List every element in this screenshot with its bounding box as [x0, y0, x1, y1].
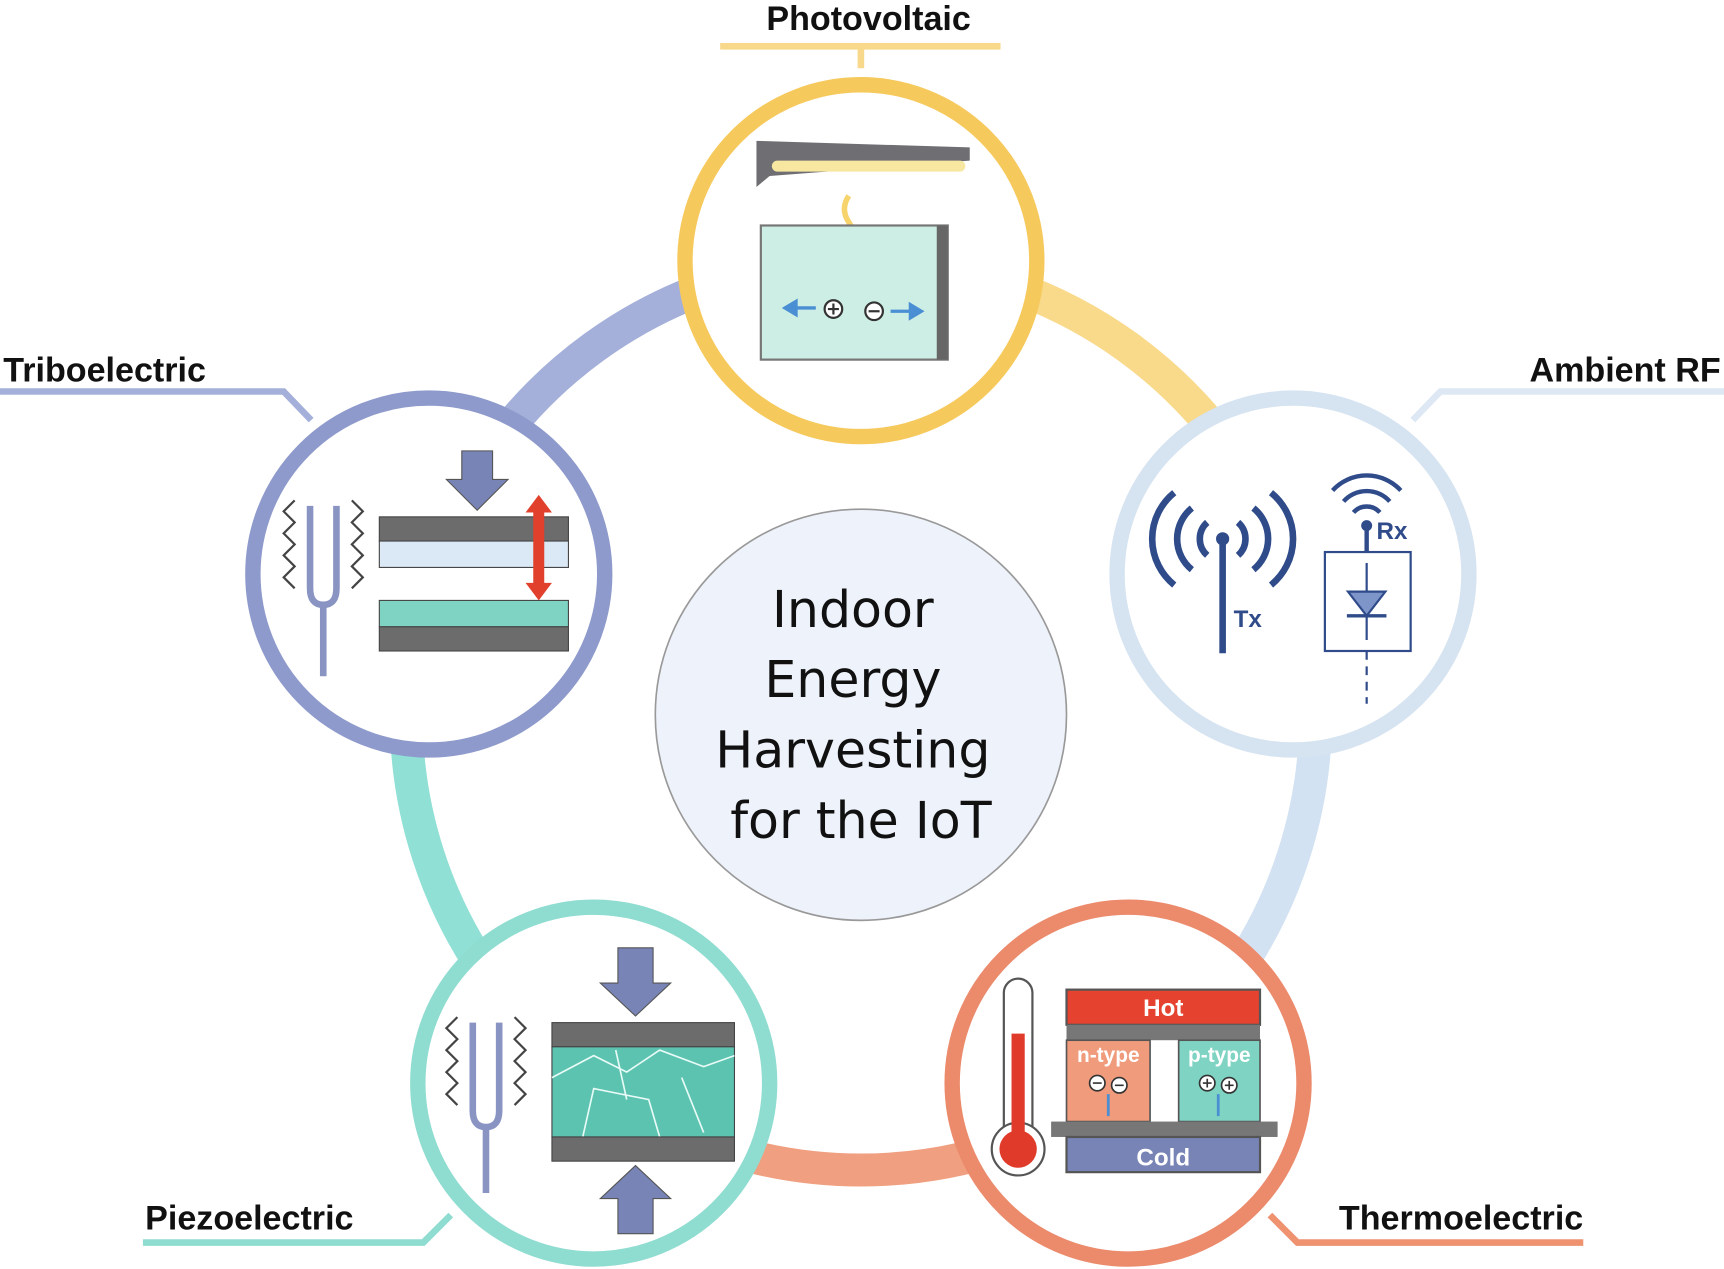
press-down-arrow-icon [445, 450, 510, 512]
triboelectric-label: Triboelectric [3, 352, 206, 390]
triboelectric-node: Triboelectric [0, 352, 613, 758]
diode-icon [1345, 590, 1388, 618]
n-type-label: n-type [1077, 1044, 1140, 1067]
tuning-fork-icon [282, 499, 365, 677]
carrier-flow-arrows [1106, 1094, 1220, 1117]
ambient-rf-leader-line [1410, 388, 1724, 423]
separation-arrow-icon [525, 494, 552, 601]
thermoelectric-node: Thermoelectric Hot n-type p-type Cold [944, 899, 1584, 1267]
cold-contact [1051, 1121, 1278, 1137]
lamp-tube-icon [771, 160, 966, 172]
triboelectric-leader-line [0, 388, 314, 423]
piezoelectric-node: Piezoelectric [142, 899, 778, 1267]
press-down-arrow-icon [598, 947, 673, 1017]
thermoelectric-label: Thermoelectric [1339, 1199, 1583, 1237]
tribo-layer-bottom [378, 599, 569, 628]
tuning-fork-icon [444, 1016, 528, 1194]
rx-label: Rx [1377, 518, 1408, 545]
cold-label: Cold [1136, 1145, 1190, 1172]
photovoltaic-leader-line [720, 42, 1001, 69]
photovoltaic-label: Photovoltaic [766, 0, 971, 38]
thermoelectric-leader-line [1267, 1212, 1584, 1246]
bottom-electrode [378, 626, 569, 652]
top-electrode [551, 1022, 736, 1048]
solar-cell-icon [759, 224, 949, 361]
center-circle [654, 508, 1068, 922]
thermometer-icon [990, 977, 1046, 1177]
tx-label: Tx [1234, 606, 1263, 633]
photovoltaic-node: Photovoltaic [677, 0, 1045, 445]
bottom-electrode [551, 1136, 736, 1162]
charge-separation-icon [781, 298, 925, 321]
solar-cell-electrode [936, 225, 948, 360]
piezoelectric-leader-line [142, 1212, 454, 1246]
hot-label: Hot [1143, 995, 1183, 1022]
p-type-label: p-type [1188, 1044, 1251, 1067]
triboelectric-circle [245, 390, 613, 758]
hot-contact [1066, 1024, 1261, 1041]
piezoelectric-label: Piezoelectric [145, 1199, 353, 1237]
center-title: Indoor Energy Harvesting for the IoT [715, 580, 1006, 850]
transmitter-antenna-icon [1148, 490, 1297, 654]
ambient-rf-label: Ambient RF [1529, 352, 1720, 390]
cold-plate [1065, 1135, 1262, 1174]
ambient-rf-node: Ambient RF Tx Rx [1109, 352, 1724, 758]
ambient-rf-circle [1109, 390, 1477, 758]
press-up-arrow-icon [598, 1164, 673, 1235]
